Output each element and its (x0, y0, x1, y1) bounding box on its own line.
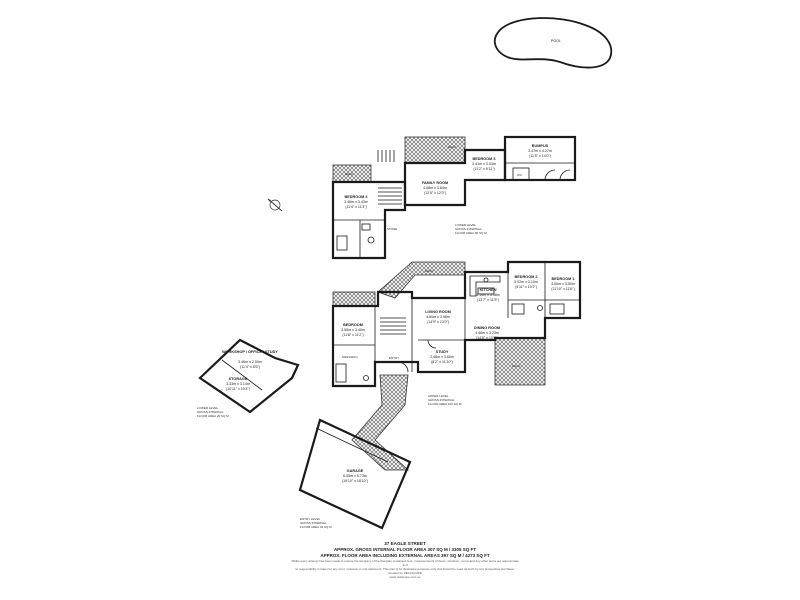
website-link: www.realscope.com.au (389, 575, 421, 579)
room-label: ENTRY (389, 356, 399, 360)
level-label: FLOOR AREA 20 SQ M (197, 414, 229, 418)
room-dimension: (14'8" x 10'7") (476, 336, 498, 340)
room-dimension: (9'11" x 10'2") (515, 285, 537, 289)
room-dimension: 3.46m x 2.59m (238, 360, 262, 364)
room-label: BEDROOM 1 (552, 277, 575, 281)
room-dimension: (13'7" x 11'5") (477, 298, 499, 302)
level-label: LOWER LEVEL (197, 406, 219, 410)
room-label: STORE (387, 227, 397, 231)
room-dimension: (14'9" x 13'0") (427, 320, 449, 324)
address: 37 EAGLE STREET (384, 541, 426, 546)
deck (404, 136, 466, 164)
deck-label: DECK (512, 364, 520, 368)
room-label: STORAGE (229, 377, 248, 381)
room-dimension: (19'10" x 18'10") (342, 479, 368, 483)
north-arrow-icon (267, 198, 283, 212)
entry-level-plan: GARAGE 6.05m x 5.73m (19'10" x 18'10") E… (298, 374, 412, 530)
room-label: FAMILY ROOM (422, 181, 448, 185)
room-label: DINING ROOM (474, 326, 500, 330)
room-dimension: (13'5" x 12'0") (424, 191, 446, 195)
room-label: KITCHEN (480, 288, 497, 292)
room-dimension: (11'8" x 11'2") (342, 333, 364, 337)
area-external: APPROX. FLOOR AREA INCLUDING EXTERNAL AR… (320, 553, 490, 558)
deck-label: DECK (425, 269, 433, 273)
level-label: GROSS INTERNAL (455, 227, 482, 231)
room-dimension: 4.08m x 3.64m (423, 186, 447, 190)
deck-label: DECK (345, 172, 353, 176)
room-dimension: 4.50m x 3.96m (426, 315, 450, 319)
room-dimension: 3.46m x 3.43m (344, 200, 368, 204)
level-label: FLOOR AREA 163 SQ M (428, 402, 462, 406)
room-dimension: (8'2" x 11'10") (431, 360, 453, 364)
room-label: STUDY (436, 350, 449, 354)
room-dimension: 3.41m x 3.03m (472, 162, 496, 166)
level-label: GROSS INTERNAL (197, 410, 224, 414)
room-dimension: (11'10" x 11'6") (551, 287, 575, 291)
pool-label: POOL (551, 39, 561, 43)
level-label: UPPER LEVEL (428, 394, 449, 398)
room-label: GARAGE (347, 469, 364, 473)
room-dimension: (11'2" x 9'11") (473, 167, 495, 171)
disclaimer: Whilst every attempt has been made to en… (291, 559, 519, 567)
level-label: LOWER LEVEL (455, 223, 477, 227)
room-label: WC (517, 173, 523, 177)
area-internal: APPROX. GROSS INTERNAL FLOOR AREA 307 SQ… (333, 547, 477, 552)
pool: POOL (493, 17, 613, 69)
room-label: RUMPUS (532, 144, 549, 148)
lower-level-plan: RUMPUS 3.47m x 4.27m (11'5" x 14'0") WC … (331, 135, 577, 260)
plan-footer: 37 EAGLE STREET APPROX. GROSS INTERNAL F… (290, 541, 520, 579)
room-label: BEDROOM (343, 323, 363, 327)
stairs (380, 317, 406, 335)
credit: Created by REALSCOPE (388, 571, 422, 575)
room-label: BEDROOM 4 (345, 195, 369, 199)
room-dimension: (10'11" x 10'4") (226, 387, 250, 391)
level-label: ENTRY LEVEL (300, 517, 321, 521)
room-bedroom4 (331, 180, 407, 260)
room-garage (298, 418, 412, 530)
bar-icon (512, 167, 530, 181)
level-label: GROSS INTERNAL (300, 521, 327, 525)
room-dimension: 4.46m x 3.23m (475, 331, 499, 335)
level-label: FLOOR AREA 34 SQ M (300, 525, 332, 529)
room-dimension: 3.33m x 3.14m (226, 382, 250, 386)
room-label: DRESSING (342, 355, 358, 359)
room-label: LIVING ROOM (425, 310, 451, 314)
room-dimension: 3.47m x 4.27m (528, 149, 552, 153)
room-dimension: 6.05m x 5.73m (343, 474, 367, 478)
room-label: WORKSHOP / OFFICE / STUDY (222, 350, 278, 354)
room-dimension: 3.60m x 3.50m (551, 282, 575, 286)
lower-level-workshop-plan: WORKSHOP / OFFICE / STUDY 3.46m x 2.59m … (197, 338, 300, 418)
walkway (351, 374, 410, 471)
deck-label: DECK (448, 145, 456, 149)
room-dimension: (11'4" x 11'3") (345, 205, 367, 209)
room-dimension: 4.14m x 3.48m (476, 293, 500, 297)
upper-level-plan: KITCHEN 4.14m x 3.48m (13'7" x 11'5") BE… (331, 260, 582, 406)
kitchen-counter (469, 275, 501, 297)
room-dimension: 2.48m x 3.60m (430, 355, 454, 359)
level-label: GROSS INTERNAL (428, 398, 455, 402)
room-label: BEDROOM 2 (515, 275, 538, 279)
deck (494, 337, 546, 386)
room-dimension: 3.02m x 3.10m (514, 280, 538, 284)
level-label: FLOOR AREA 90 SQ M (455, 231, 487, 235)
room-dimension: (11'5" x 14'0") (529, 154, 551, 158)
room-label: BEDROOM 3 (473, 157, 496, 161)
room-dimension: (11'4" x 8'6") (240, 365, 260, 369)
disclaimer: no responsibility is taken for any error… (294, 567, 516, 571)
room-dimension: 3.55m x 3.40m (341, 328, 365, 332)
stairs (377, 150, 402, 205)
